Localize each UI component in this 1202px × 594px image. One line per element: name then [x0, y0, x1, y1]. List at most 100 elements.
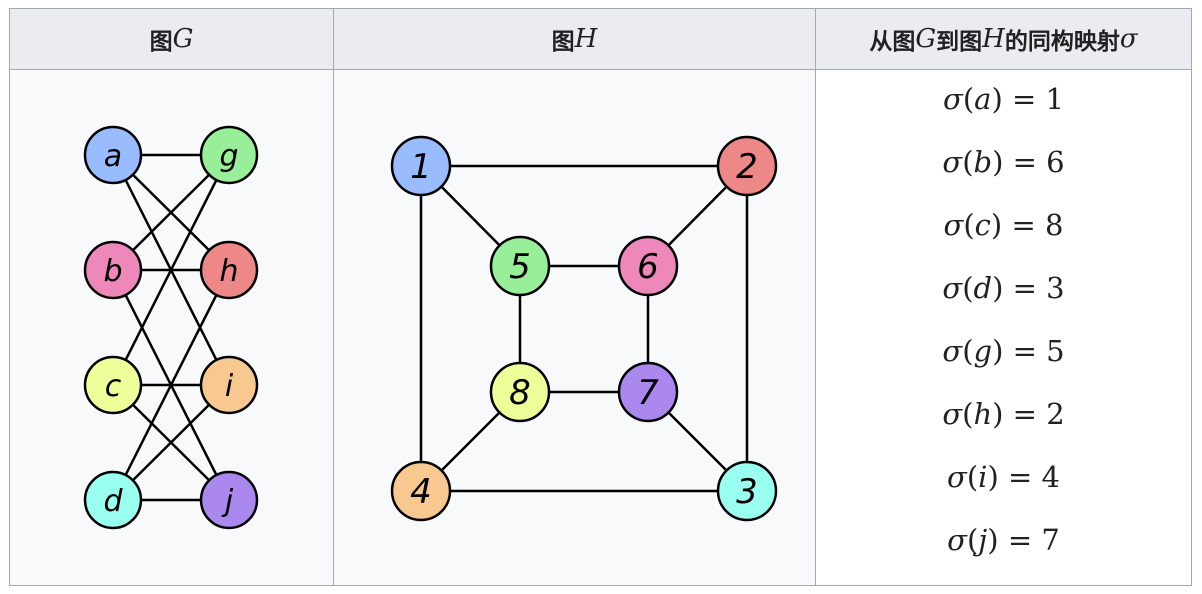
graph-h-node-circle-3: [716, 460, 778, 522]
graph-g-node-circle-g: [199, 125, 259, 185]
graph-h-node-2: 2: [716, 135, 778, 197]
mapping-value: 6: [1046, 145, 1065, 179]
mapping-sigma: σ: [943, 82, 963, 116]
graph-g-node-c: c: [83, 355, 143, 415]
graph-g-diagram: a g b h c i d j: [83, 125, 259, 530]
mapping-value: 8: [1044, 208, 1064, 242]
mapping-open-paren: (: [962, 82, 975, 116]
mapping-arg: j: [978, 523, 988, 557]
mapping-open-paren: (: [963, 208, 975, 242]
mapping-value: 1: [1045, 82, 1064, 116]
mapping-sigma: σ: [943, 208, 964, 242]
mapping-value: 7: [1041, 523, 1060, 557]
graph-g-node-label-j: j: [221, 484, 234, 519]
header-mapping-part1: 从图: [869, 29, 916, 55]
graph-h-node-label-3: 3: [736, 472, 758, 512]
mapping-row: σ(g) = 5: [816, 334, 1191, 368]
graph-g-node-label-h: h: [219, 254, 238, 289]
mapping-equals: ) =: [992, 334, 1047, 368]
mapping-row: σ(h) = 2: [816, 397, 1191, 431]
graph-g-node-g: g: [199, 125, 259, 185]
graph-g-node-label-b: b: [103, 254, 122, 289]
graph-h-node-7: 7: [617, 361, 679, 423]
graph-h-cell: 1 2 5 6 8 7 4 3: [334, 70, 815, 585]
mapping-open-paren: (: [966, 523, 979, 557]
mapping-equals: ) =: [987, 460, 1042, 494]
mapping-open-paren: (: [962, 271, 974, 305]
graph-g-node-d: d: [83, 470, 143, 530]
column-divider: [333, 9, 334, 585]
mapping-equals: ) =: [992, 145, 1047, 179]
graph-g-edge-d-h: [111, 269, 231, 501]
mapping-equals: ) =: [992, 271, 1047, 305]
graph-g-node-circle-a: [83, 125, 143, 185]
mapping-row: σ(i) = 4: [816, 460, 1191, 494]
mapping-equals: ) =: [987, 523, 1042, 557]
mapping-open-paren: (: [962, 145, 974, 179]
graph-h-node-4: 4: [390, 460, 452, 522]
header-mapping-part3: 的同构映射: [1004, 29, 1120, 55]
graph-g-node-circle-h: [199, 240, 259, 300]
graph-h-diagram: 1 2 5 6 8 7 4 3: [390, 135, 778, 522]
graph-h-node-circle-8: [489, 361, 551, 423]
mapping-open-paren: (: [962, 397, 974, 431]
graph-h-node-6: 6: [617, 235, 679, 297]
graph-g-edge-c-g: [111, 154, 231, 386]
graph-g-node-label-a: a: [104, 139, 122, 174]
mapping-arg: b: [973, 145, 993, 179]
graph-h-node-circle-7: [617, 361, 679, 423]
graph-g-node-label-d: d: [103, 484, 123, 519]
header-graph-h-prefix: 图: [551, 29, 575, 55]
graph-g-node-a: a: [83, 125, 143, 185]
graph-h-node-circle-1: [390, 135, 452, 197]
graph-h-node-label-7: 7: [637, 373, 659, 413]
mapping-row: σ(c) = 8: [816, 208, 1191, 242]
graph-h-node-3: 3: [716, 460, 778, 522]
mapping-value: 5: [1046, 334, 1065, 368]
header-mapping-math2: H: [982, 24, 1005, 54]
mapping-row: σ(b) = 6: [816, 145, 1191, 179]
graph-h-node-label-8: 8: [509, 373, 531, 413]
mapping-sigma: σ: [947, 460, 967, 494]
graph-g-node-circle-c: [83, 355, 143, 415]
graph-g-node-label-c: c: [105, 369, 122, 404]
header-mapping-math1: G: [915, 24, 937, 54]
graph-h-node-8: 8: [489, 361, 551, 423]
graph-h-node-label-4: 4: [410, 472, 432, 512]
graph-h-node-label-5: 5: [509, 247, 531, 287]
mapping-value: 3: [1046, 271, 1065, 305]
graph-g-cell: a g b h c i d j: [10, 70, 333, 585]
mapping-open-paren: (: [962, 334, 974, 368]
header-graph-h-symbol: H: [574, 24, 598, 54]
mapping-open-paren: (: [966, 460, 979, 494]
graph-h-node-circle-2: [716, 135, 778, 197]
graph-g-node-circle-d: [83, 470, 143, 530]
mapping-equals: ) =: [991, 82, 1046, 116]
mapping-arg: d: [973, 271, 993, 305]
graph-g-node-circle-i: [199, 355, 259, 415]
graph-h-node-circle-4: [390, 460, 452, 522]
mapping-value: 2: [1046, 397, 1065, 431]
mapping-arg: c: [974, 208, 991, 242]
mapping-equals: ) =: [990, 208, 1045, 242]
mapping-sigma: σ: [942, 334, 963, 368]
mapping-row: σ(a) = 1: [816, 82, 1191, 116]
graph-g-node-i: i: [199, 355, 259, 415]
column-divider: [815, 9, 816, 585]
mapping-arg: i: [978, 460, 988, 494]
header-graph-g-prefix: 图: [149, 29, 173, 55]
graph-g-node-label-i: i: [225, 369, 234, 404]
graph-g-node-b: b: [83, 240, 143, 300]
mapping-sigma: σ: [942, 271, 963, 305]
graph-h-node-label-1: 1: [410, 147, 432, 187]
graph-h-node-label-6: 6: [637, 247, 659, 287]
graph-g-node-h: h: [199, 240, 259, 300]
mapping-arg: a: [974, 82, 992, 116]
mapping-value: 4: [1041, 460, 1060, 494]
graph-h-node-5: 5: [489, 235, 551, 297]
